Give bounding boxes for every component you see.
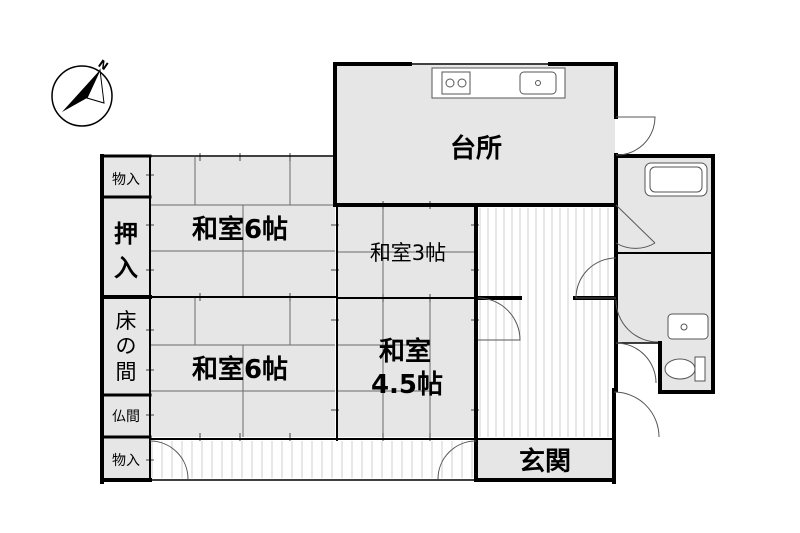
hallway-floor [151, 208, 609, 478]
washitsu3-label: 和室3帖 [370, 241, 446, 265]
door-swings [149, 116, 660, 480]
compass-icon: N [51, 57, 113, 127]
genkan-area [478, 440, 614, 480]
washitsu45-area [337, 298, 475, 437]
butsuma-label: 仏間 [112, 409, 140, 425]
washitsu45-label-line1: 和室 [379, 336, 431, 367]
washitsu6-bottom-label: 和室6帖 [192, 354, 288, 385]
tokonoma-label-1: 床 [116, 309, 137, 333]
stove-icon [441, 71, 471, 95]
kitchen-counter [431, 67, 566, 99]
toilet-icon [664, 356, 706, 382]
bathtub-icon [644, 162, 708, 197]
washitsu45-label-line2: 4.5帖 [371, 370, 443, 400]
kitchen-label: 台所 [450, 133, 502, 164]
room-fills [102, 65, 713, 480]
monoire-top-label: 物入 [112, 172, 140, 188]
oshiire-label-1: 押 [114, 220, 138, 248]
monoire-bottom-label: 物入 [112, 453, 140, 469]
genkan-label: 玄関 [519, 446, 571, 477]
storage-strip [102, 157, 150, 479]
oshiire-label-2: 入 [114, 254, 138, 282]
tokonoma-label-3: 間 [116, 360, 137, 384]
washitsu6-top-label: 和室6帖 [192, 214, 288, 245]
sink-icon [519, 71, 557, 95]
tokonoma-label-2: の [116, 334, 137, 358]
washbasin-icon [667, 313, 709, 340]
walls [100, 62, 715, 484]
